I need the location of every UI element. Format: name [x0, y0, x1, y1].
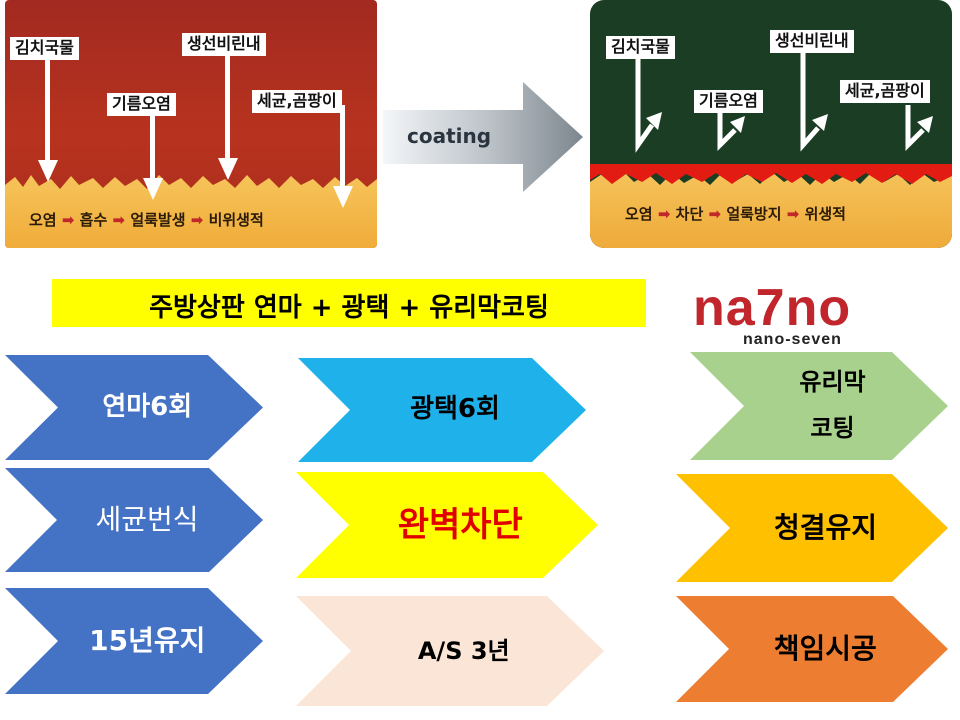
arrow-down-icon — [38, 160, 58, 182]
chevron-label: 책임시공 — [773, 632, 877, 666]
before-coating-illustration: 김치국물 기름오염 생선비린내 세균,곰팡이 오염 ➡ 흡수 ➡ 얼룩발생 ➡ … — [5, 0, 377, 248]
arrow-up-right-icon — [917, 116, 933, 133]
chevron-label: 청결유지 — [773, 511, 878, 545]
chevron-label: A/S 3년 — [417, 636, 510, 665]
chevron-responsible: 책임시공 — [676, 596, 948, 702]
arrow-up-right-icon — [730, 116, 745, 133]
chevron-label: 광택6회 — [410, 394, 500, 425]
page-title: 주방상판 연마 + 광택 + 유리막코팅 — [149, 293, 549, 323]
chevron-glass-coating: 유리막 코팅 — [690, 352, 948, 460]
chevron-label: 세균번식 — [95, 503, 199, 537]
chevron-shape — [5, 588, 263, 694]
process-step: 오염 — [29, 211, 57, 229]
process-step: 얼룩발생 — [130, 211, 186, 229]
arrow-right-icon: ➡ — [61, 211, 75, 229]
chevron-shape — [676, 596, 948, 702]
chevron-polish: 연마6회 — [5, 355, 263, 460]
stained-surface-layer — [5, 175, 377, 248]
coating-arrow-icon — [383, 82, 583, 192]
chevron-shape — [676, 474, 948, 582]
penetration-arrow — [150, 112, 155, 182]
penetration-arrow — [225, 52, 230, 162]
chevron-shape — [5, 355, 263, 460]
contaminant-label: 세균,곰팡이 — [252, 90, 342, 113]
chevron-gloss: 광택6회 — [298, 358, 586, 462]
arrow-right-icon: ➡ — [786, 205, 800, 223]
arrow-up-right-icon — [812, 114, 828, 131]
contaminant-label: 기름오염 — [694, 90, 763, 113]
contaminant-label: 김치국물 — [10, 37, 79, 60]
protected-surface-layer — [590, 164, 952, 248]
chevron-label: 완벽차단 — [397, 504, 523, 545]
chevron-label: 15년유지 — [89, 624, 206, 658]
chevron-label: 연마6회 — [102, 391, 193, 422]
chevron-shape — [690, 352, 948, 460]
contaminant-label: 생선비린내 — [182, 33, 266, 56]
process-step: 흡수 — [79, 211, 108, 229]
process-strip: 오염 ➡ 흡수 ➡ 얼룩발생 ➡ 비위생적 — [29, 209, 264, 230]
deflected-arrows — [635, 52, 933, 153]
chevron-shape — [296, 472, 598, 578]
penetration-arrow — [45, 55, 50, 165]
chevron-label: 유리막 코팅 — [799, 368, 866, 442]
chevron-shape — [298, 358, 586, 462]
process-step: 비위생적 — [208, 211, 264, 229]
penetration-arrow — [340, 105, 345, 190]
chevron-perfect-block: 완벽차단 — [296, 472, 598, 578]
process-step: 얼룩방지 — [726, 205, 782, 223]
chevron-bacteria: 세균번식 — [5, 468, 263, 572]
nano-seven-logo: na7no nano-seven — [693, 279, 852, 348]
process-step: 차단 — [675, 205, 704, 223]
chevron-shape — [5, 468, 263, 572]
process-step: 위생적 — [804, 205, 846, 223]
arrow-down-icon — [218, 158, 238, 180]
arrow-right-icon: ➡ — [708, 205, 722, 223]
process-step: 오염 — [625, 205, 653, 223]
arrow-right-icon: ➡ — [190, 211, 204, 229]
arrow-right-icon: ➡ — [657, 205, 671, 223]
contaminant-label: 생선비린내 — [770, 30, 854, 53]
contaminant-label: 세균,곰팡이 — [840, 80, 930, 103]
contaminant-label: 김치국물 — [606, 36, 675, 59]
arrow-right-icon: ➡ — [112, 211, 126, 229]
process-strip: 오염 ➡ 차단 ➡ 얼룩방지 ➡ 위생적 — [625, 203, 846, 224]
contaminant-label: 기름오염 — [107, 93, 176, 116]
chevron-15-years: 15년유지 — [5, 588, 263, 694]
chevron-shape — [296, 596, 604, 706]
arrow-down-icon — [333, 186, 353, 208]
arrow-up-right-icon — [646, 112, 662, 130]
arrow-down-icon — [143, 178, 163, 200]
coating-label: coating — [407, 124, 492, 148]
chevron-clean: 청결유지 — [676, 474, 948, 582]
title-banner: 주방상판 연마 + 광택 + 유리막코팅 — [52, 279, 646, 327]
after-coating-illustration: 김치국물 기름오염 생선비린내 세균,곰팡이 오염 ➡ 차단 ➡ 얼룩방지 ➡ … — [590, 0, 952, 248]
chevron-as-3-years: A/S 3년 — [296, 596, 604, 706]
